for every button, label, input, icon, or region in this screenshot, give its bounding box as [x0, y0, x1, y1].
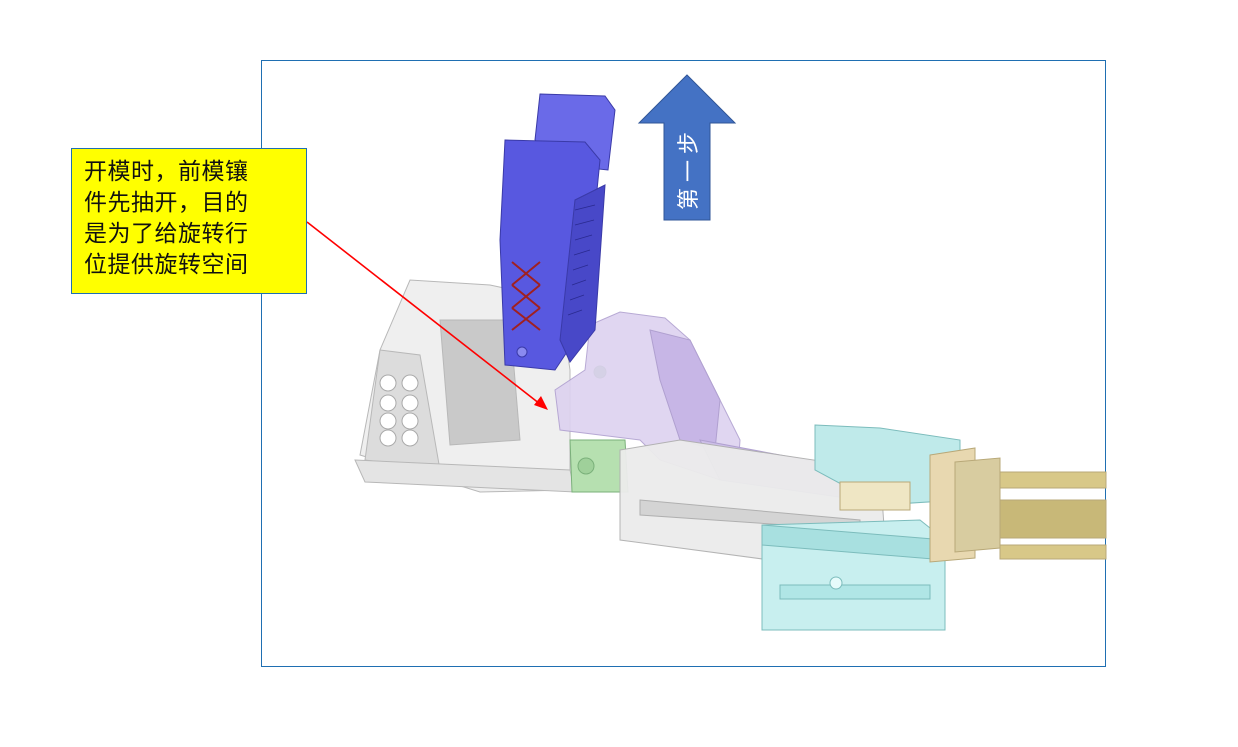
callout-line-3: 是为了给旋转行: [84, 221, 249, 247]
callout-line-4: 位提供旋转空间: [84, 252, 249, 278]
callout-line-1: 开模时，前模镶: [84, 159, 249, 185]
front-mold-insert-part: [499, 93, 616, 371]
callout-line-2: 件先抽开，目的: [84, 190, 249, 216]
callout-pointer-arrow: [306, 221, 548, 410]
step-arrow-label: 第一步: [677, 125, 703, 211]
hydraulic-cylinder-part: [839, 447, 1107, 563]
callout-box: 开模时，前模镶 件先抽开，目的 是为了给旋转行 位提供旋转空间: [71, 148, 307, 294]
step-arrow-shape: [637, 74, 737, 221]
